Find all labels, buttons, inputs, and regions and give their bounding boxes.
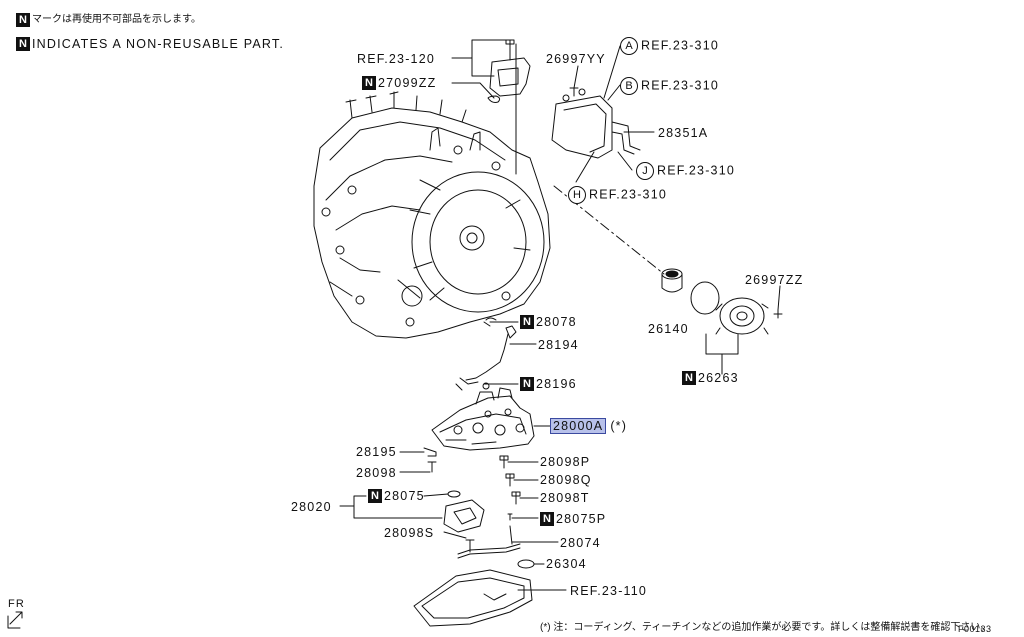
wire-harness	[455, 317, 517, 391]
magnet	[517, 559, 535, 569]
oil-cooler	[551, 87, 641, 159]
strainer-tube	[457, 543, 521, 559]
label-28000a[interactable]: 28000A(*)	[550, 418, 627, 434]
non-reusable-badge: N	[16, 37, 30, 51]
callout-h: H	[568, 186, 586, 204]
solenoid-28020	[443, 499, 485, 533]
diagram-code: F00133	[958, 624, 992, 634]
label-28098[interactable]: 28098	[356, 466, 397, 480]
label-28098q[interactable]: 28098Q	[540, 473, 592, 487]
label-28098s[interactable]: 28098S	[384, 526, 435, 540]
label-28194[interactable]: 28194	[538, 338, 579, 352]
label-28351a[interactable]: 28351A	[658, 126, 709, 140]
label-ref-23-120[interactable]: REF.23-120	[357, 52, 436, 66]
callout-b: B	[620, 77, 638, 95]
filter-housing	[715, 297, 783, 335]
label-26997yy[interactable]: 26997YY	[546, 52, 606, 66]
label-26997zz[interactable]: 26997ZZ	[745, 273, 804, 287]
highlighted-part-28000a[interactable]: 28000A	[550, 418, 607, 434]
ref-23-120-part	[487, 39, 531, 103]
label-28098p[interactable]: 28098P	[540, 455, 591, 469]
transmission-housing	[313, 91, 551, 339]
front-indicator: FR	[8, 598, 26, 610]
oil-filter	[661, 268, 683, 293]
front-arrow	[7, 611, 23, 629]
label-28074[interactable]: 28074	[560, 536, 601, 550]
label-26140[interactable]: 26140	[648, 322, 689, 336]
label-26304[interactable]: 26304	[546, 557, 587, 571]
valve-body	[431, 387, 535, 451]
label-28020[interactable]: 28020	[291, 500, 332, 514]
callout-j: J	[636, 162, 654, 180]
callout-a: A	[620, 37, 638, 55]
label-28098t[interactable]: 28098T	[540, 491, 590, 505]
label-28195[interactable]: 28195	[356, 445, 397, 459]
footer-note: (*) 注：コーディング、ティーチインなどの追加作業が必要です。詳しくは整備解説…	[540, 622, 991, 633]
label-ref-23-110[interactable]: REF.23-110	[570, 584, 648, 598]
small-bolts	[423, 447, 521, 553]
o-ring	[690, 281, 720, 315]
oil-pan	[413, 569, 533, 627]
non-reusable-badge: N	[16, 13, 30, 27]
